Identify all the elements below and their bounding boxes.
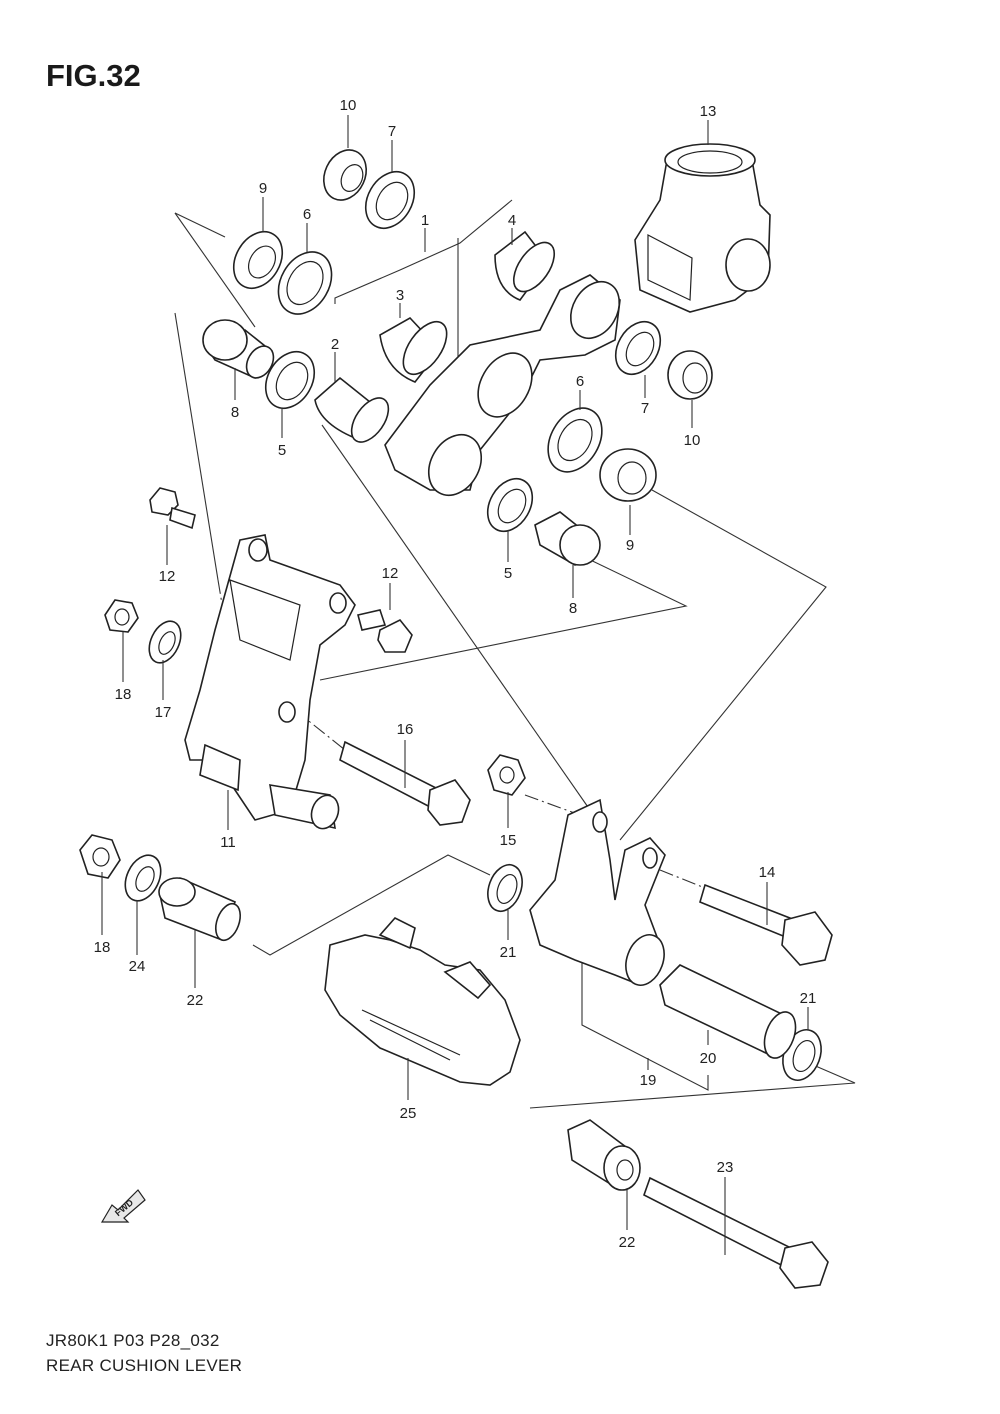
label-p17: 17	[155, 704, 172, 721]
bushing-3	[379, 316, 448, 383]
bolt-23	[643, 1176, 829, 1289]
label-p18b: 18	[94, 939, 111, 956]
cushion-housing-13	[634, 143, 771, 313]
bolt-12-upper	[149, 487, 196, 530]
label-p8a: 8	[231, 404, 239, 421]
bolt-14	[699, 883, 833, 966]
dust-seal-7-right	[614, 320, 662, 376]
label-p6b: 6	[576, 373, 584, 390]
bearing-6-right	[547, 407, 603, 473]
bracket-11	[184, 534, 356, 830]
label-p9a: 9	[259, 180, 267, 197]
label-p7a: 7	[388, 123, 396, 140]
bushing-8-right	[534, 511, 601, 567]
label-p11: 11	[220, 834, 236, 851]
label-p4: 4	[508, 212, 516, 229]
washer-24	[124, 854, 162, 902]
bushing-22-left	[158, 877, 242, 942]
label-p2: 2	[331, 336, 339, 353]
part-number-labels: 10 7 9 6 1 4 13 3 2 8 5 7 10 6 9 5 8 12 …	[94, 97, 817, 1251]
label-p5b: 5	[504, 565, 512, 582]
label-p19: 19	[640, 1072, 657, 1089]
label-p7b: 7	[641, 400, 649, 417]
cushion-lever-1	[384, 274, 621, 496]
label-p21b: 21	[800, 990, 817, 1007]
bearing-5-right	[486, 477, 534, 533]
dust-seal-7-top	[364, 170, 416, 230]
figure-name: REAR CUSHION LEVER	[46, 1356, 243, 1375]
label-p10b: 10	[684, 432, 701, 449]
fwd-arrow-icon: FWD	[100, 1189, 146, 1223]
washer-17	[148, 620, 182, 664]
label-p22a: 22	[187, 992, 204, 1009]
label-p6a: 6	[303, 206, 311, 223]
dust-seal-9-upper	[232, 230, 284, 290]
label-p14: 14	[759, 864, 776, 881]
bushing-8-left	[202, 319, 275, 380]
bushing-cap-10-top	[323, 149, 367, 201]
label-p10a: 10	[340, 97, 357, 114]
label-p23: 23	[717, 1159, 734, 1176]
label-p25: 25	[400, 1105, 417, 1122]
nut-18-lower	[79, 834, 121, 879]
bushing-2	[314, 376, 390, 443]
label-p8b: 8	[569, 600, 577, 617]
bolt-12-lower	[357, 609, 413, 653]
figure-code: JR80K1 P03 P28_032	[46, 1331, 220, 1350]
bushing-cap-10-right	[667, 350, 713, 400]
spacer-20	[659, 964, 797, 1059]
nut-15	[487, 754, 526, 796]
label-p9b: 9	[626, 537, 634, 554]
washer-21-left	[487, 863, 523, 913]
label-p12a: 12	[159, 568, 176, 585]
label-p5a: 5	[278, 442, 286, 459]
label-p22b: 22	[619, 1234, 636, 1251]
label-p1: 1	[421, 212, 429, 229]
label-p12b: 12	[382, 565, 399, 582]
label-p13: 13	[700, 103, 717, 120]
label-p18a: 18	[115, 686, 132, 703]
bushing-4	[494, 230, 556, 301]
dust-seal-9-right	[599, 448, 657, 502]
cushion-rod-19	[529, 798, 666, 987]
bearing-6-upper	[277, 251, 333, 315]
bolt-16	[339, 740, 471, 826]
label-p20: 20	[700, 1050, 717, 1067]
label-p24: 24	[129, 958, 146, 975]
nut-18-upper	[104, 599, 139, 633]
leader-lines	[101, 115, 809, 1255]
label-p15: 15	[500, 832, 517, 849]
label-p16: 16	[397, 721, 414, 738]
label-p3: 3	[396, 287, 404, 304]
shock-absorber-25	[324, 917, 521, 1086]
bearing-5-left	[264, 350, 316, 410]
bushing-22-lower	[567, 1119, 641, 1191]
figure-title: FIG.32	[46, 58, 141, 93]
label-p21a: 21	[500, 944, 517, 961]
